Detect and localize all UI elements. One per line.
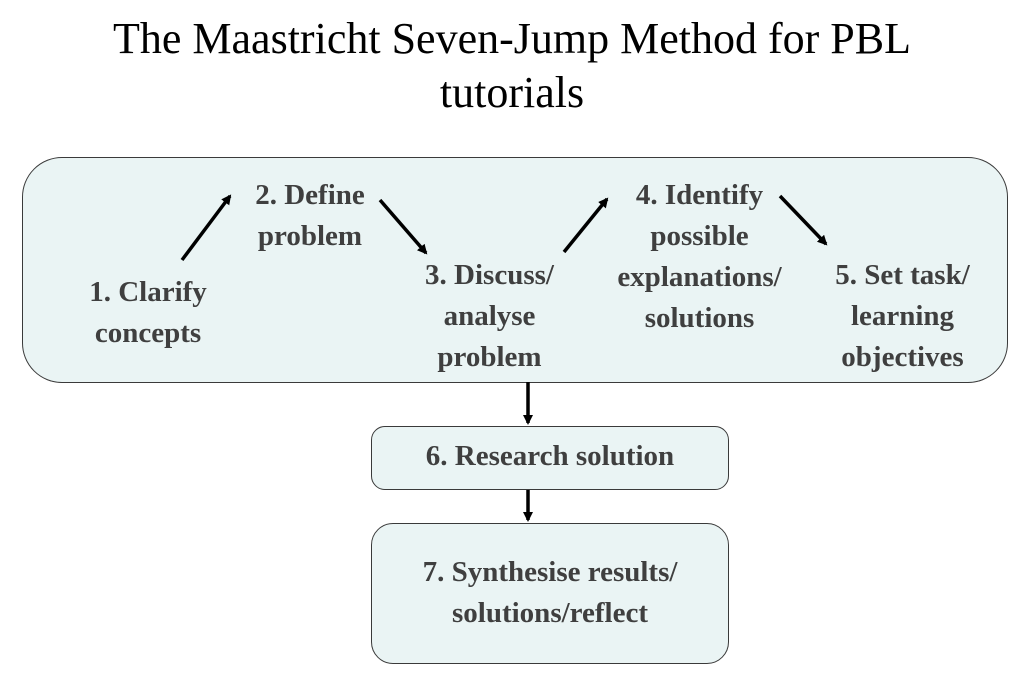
step-4-identify-explanations: 4. Identify possible explanations/ solut… [592, 175, 807, 339]
step-4-line: solutions [644, 302, 755, 334]
step-5-line: 5. Set task/ [835, 259, 970, 291]
arrow-3-to-4 [562, 197, 609, 254]
step-5-set-objectives: 5. Set task/ learning objectives [815, 255, 990, 378]
step-5-line: objectives [841, 341, 964, 373]
step-2-line: 2. Define [255, 179, 365, 211]
step-4-line: 4. Identify [635, 179, 764, 211]
step-3-line: analyse [443, 300, 536, 332]
step-4-line: explanations/ [617, 261, 782, 293]
step-5-line: learning [850, 300, 955, 332]
step-7-line: 7. Synthesise results/ [422, 556, 678, 588]
step-6-line: 6. Research solution [425, 440, 675, 472]
step-2-define-problem: 2. Define problem [225, 175, 395, 257]
step-3-line: problem [437, 341, 542, 373]
arrow-2-to-3 [378, 198, 428, 255]
step-7-synthesise-results: 7. Synthesise results/ solutions/reflect [371, 552, 729, 634]
title-line-1: The Maastricht Seven-Jump Method for PBL [113, 14, 911, 63]
step-6-research-solution: 6. Research solution [371, 436, 729, 477]
arrow-1-to-2 [180, 194, 232, 262]
step-4-line: possible [650, 220, 749, 252]
step-2-line: problem [257, 220, 363, 252]
step-7-line: solutions/reflect [452, 597, 648, 629]
step-1-line: concepts [94, 317, 202, 349]
step-6-box [371, 426, 729, 490]
step-1-line: 1. Clarify [89, 276, 207, 308]
diagram-title: The Maastricht Seven-Jump Method for PBL… [0, 12, 1024, 120]
step-3-line: 3. Discuss/ [425, 259, 554, 291]
arrow-4-to-5 [778, 194, 828, 246]
title-line-2: tutorials [439, 68, 585, 117]
steps-1-to-5-container [22, 157, 1008, 383]
step-7-box [371, 523, 729, 664]
step-1-clarify-concepts: 1. Clarify concepts [58, 272, 238, 354]
step-3-discuss-analyse: 3. Discuss/ analyse problem [402, 255, 577, 378]
